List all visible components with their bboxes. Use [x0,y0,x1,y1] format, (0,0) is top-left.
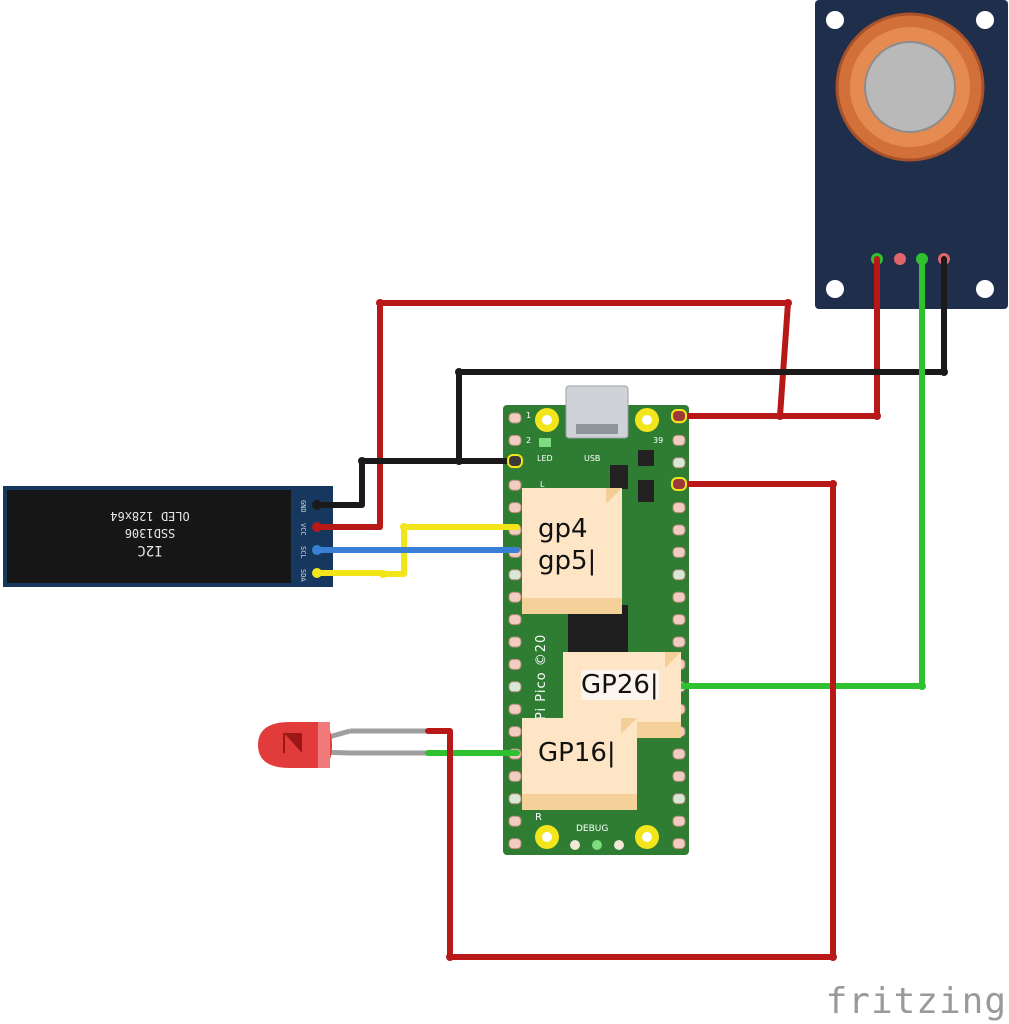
usb-port-opening [576,424,618,434]
oled-pin-label-sda: SDA [299,569,307,582]
pico-pin-pad [508,815,522,827]
led-die [284,733,302,753]
pico-pin-pad [508,569,522,581]
oled-screen [7,490,291,583]
pico-pin-pad [508,658,522,670]
oled-pin-label-scl: SCL [299,546,307,559]
pico-pin-pad [672,614,686,626]
pico-pin-pad [672,591,686,603]
pico-pin-3v3 [671,477,687,491]
sensor-mount-hole [826,280,844,298]
note-gp4-text: gp4 [538,514,588,544]
pico-pin-pad [672,748,686,760]
pico-pin-pad [672,793,686,805]
oled-title-text: I2C [137,542,162,558]
pico-pin-gnd [507,454,523,468]
pico-pin-pad [672,569,686,581]
pico-pin-pad [508,412,522,424]
pico-pin-pad [508,793,522,805]
pico-pin-pad [672,815,686,827]
note-gp16-text: GP16| [538,738,616,768]
onboard-led [539,438,551,447]
sensor-mount-hole [976,11,994,29]
red-led [258,722,428,768]
pico-side-text: Pi Pico ©20 [534,634,549,720]
pico-pin-pad [508,703,522,715]
note-gp26-text: GP26| [581,670,659,700]
oled-size-text: OLED 128x64 [110,509,189,523]
pico-pin-vbus [671,409,687,423]
wire-green-sensor-gp26[interactable] [673,256,925,689]
wire-yellow-sda[interactable] [314,524,520,577]
oled-display: I2C SSD1306 OLED 128x64 GND VCC SCL SDA [3,486,333,587]
gas-sensor-module [815,0,1008,309]
l-label: L [540,480,545,489]
note-gp16[interactable]: GP16| [522,718,637,810]
pico-pin-pad [672,434,686,446]
pico-pin-pad [672,770,686,782]
pico-pin-pad [672,457,686,469]
r-label: R [535,812,542,823]
pico-pin-pad [508,434,522,446]
pin2-label: 2 [526,436,531,445]
wire-red-led-return[interactable] [425,481,836,960]
flash-chip [610,465,628,489]
led-label: LED [537,454,553,463]
sensor-mount-hole [976,280,994,298]
pico-pin-pad [508,591,522,603]
gas-sensor-mesh [864,41,956,133]
pico-pin-pad [508,770,522,782]
pico-pin-pad [508,681,522,693]
note-gp5-text: gp5| [538,546,597,576]
oled-pin-label-vcc: VCC [299,523,307,536]
pico-pin-pad [672,838,686,850]
debug-label: DEBUG [576,824,608,834]
fritzing-logo: fritzing [825,981,1007,1022]
pico-pin-pad [672,546,686,558]
pin1-label: 1 [526,411,531,420]
pin39-label: 39 [653,436,663,445]
oled-pin-label-gnd: GND [299,500,307,513]
wires [312,256,948,961]
note-gp4-gp5[interactable]: gp4 gp5| [522,488,622,614]
pico-pin-pad [672,502,686,514]
pico-pin-pad [508,726,522,738]
usb-label: USB [584,454,600,463]
pico-pin-pad [508,479,522,491]
sensor-mount-hole [826,11,844,29]
pico-pin-pad [672,636,686,648]
pico-pin-pad [508,614,522,626]
sensor-pin [894,253,906,265]
pico-pin-pad [672,524,686,536]
pico-pin-pad [508,636,522,648]
pico-pin-pad [508,502,522,514]
pico-pin-pad [508,838,522,850]
oled-driver-text: SSD1306 [125,526,176,540]
